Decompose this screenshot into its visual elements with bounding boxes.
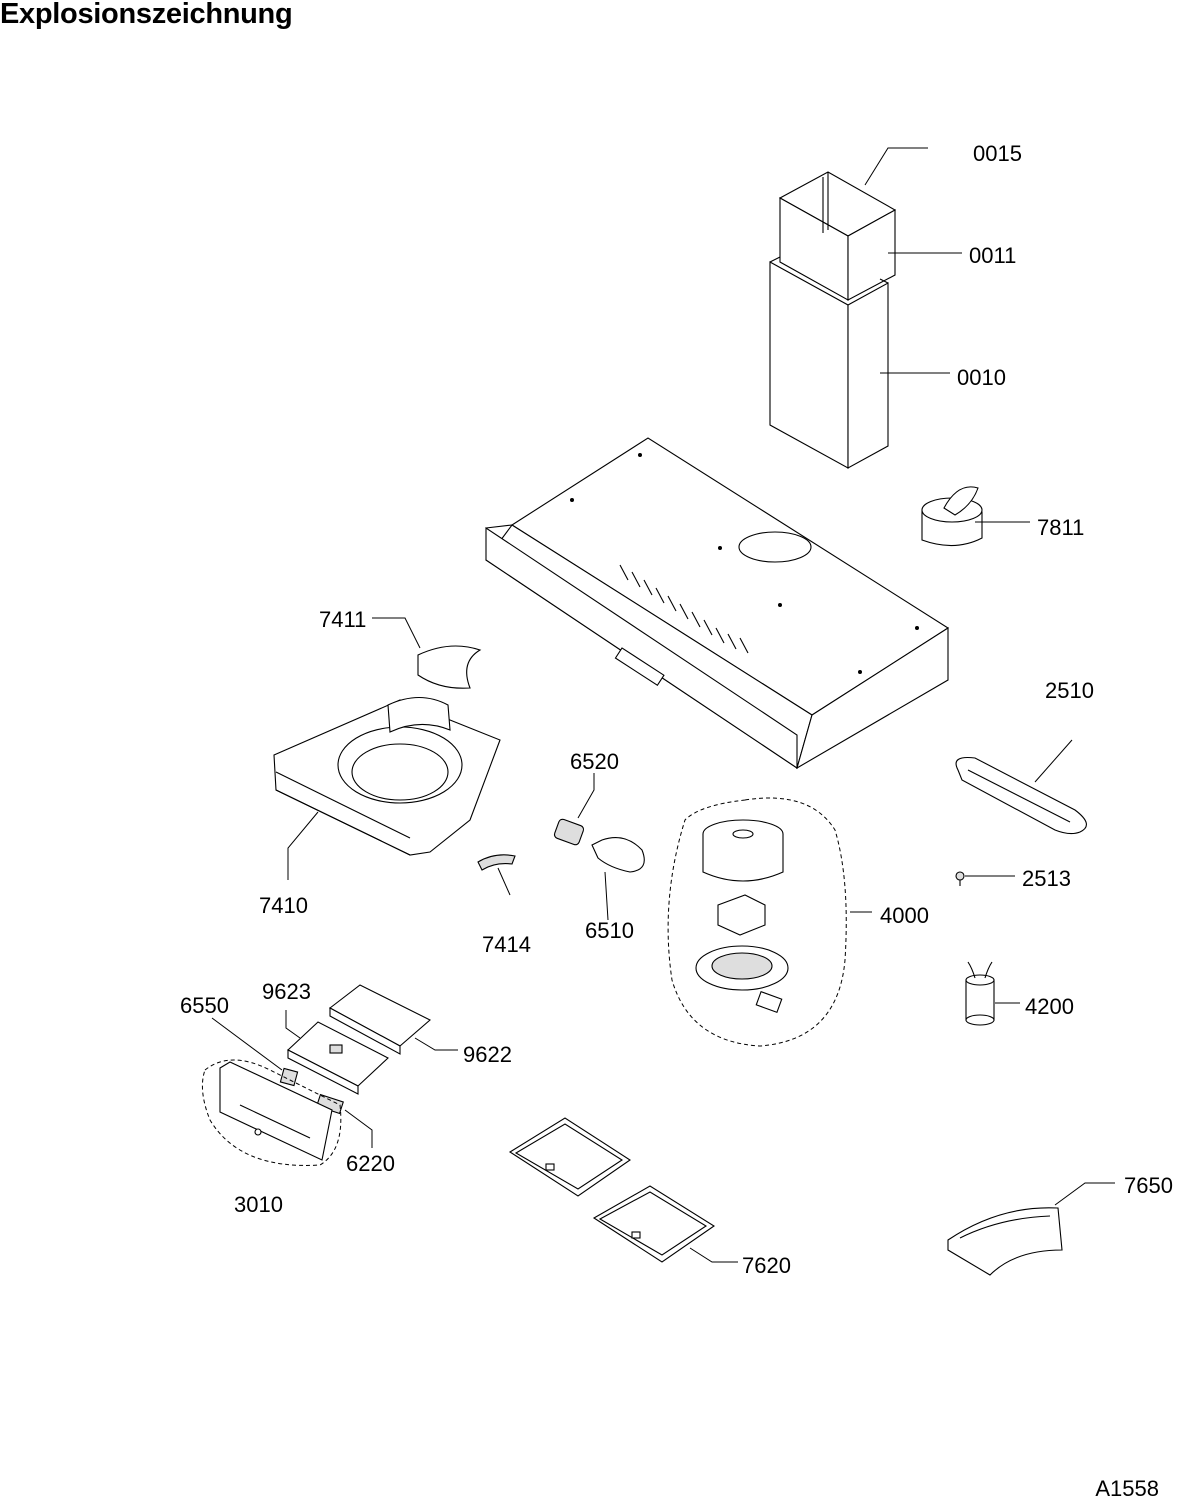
hood-body [485,437,950,770]
label-0011: 0011 [969,243,1016,268]
label-9623: 9623 [262,979,311,1004]
chimney-duct [769,171,897,469]
part-labels: 0015 0011 0010 7811 7411 2510 6520 7410 … [180,141,1173,1278]
label-7414: 7414 [482,932,531,957]
part-9623-board [287,1021,389,1095]
part-2510-gasket [955,756,1087,835]
part-2513-screw [955,871,965,886]
label-0015: 0015 [973,141,1022,166]
part-7410-housing [273,697,501,856]
label-6520: 6520 [570,749,619,774]
part-9622-cover [328,984,431,1055]
label-2510: 2510 [1045,678,1094,703]
label-4000: 4000 [880,903,929,928]
part-7811-connector [921,486,983,547]
part-7620-filters [508,1117,716,1263]
label-6510: 6510 [585,918,634,943]
label-7650: 7650 [1124,1173,1173,1198]
page-title: Explosionszeichnung [0,0,293,30]
label-7620: 7620 [742,1253,791,1278]
part-4000-motor-group [667,797,847,1047]
label-9622: 9622 [463,1042,512,1067]
label-6550: 6550 [180,993,229,1018]
part-7411-flap [417,645,482,689]
part-6510-bulb [591,837,645,873]
label-4200: 4200 [1025,994,1074,1019]
label-7811: 7811 [1037,515,1084,540]
part-7414-clip [477,854,516,871]
hood-vents [619,564,749,654]
part-7650-deflector [947,1207,1063,1276]
leader-lines [211,147,1115,1263]
label-2513: 2513 [1022,866,1071,891]
label-0010: 0010 [957,365,1006,390]
label-7411: 7411 [319,607,366,632]
label-3010: 3010 [234,1192,283,1217]
part-6520-lamp-holder [553,818,585,846]
part-3010-control-panel [201,1059,342,1166]
part-4200-capacitor [965,961,995,1026]
drawing-code: A1558 [1095,1476,1159,1501]
label-7410: 7410 [259,893,308,918]
part-6550-switch [279,1067,299,1087]
label-6220: 6220 [346,1151,395,1176]
